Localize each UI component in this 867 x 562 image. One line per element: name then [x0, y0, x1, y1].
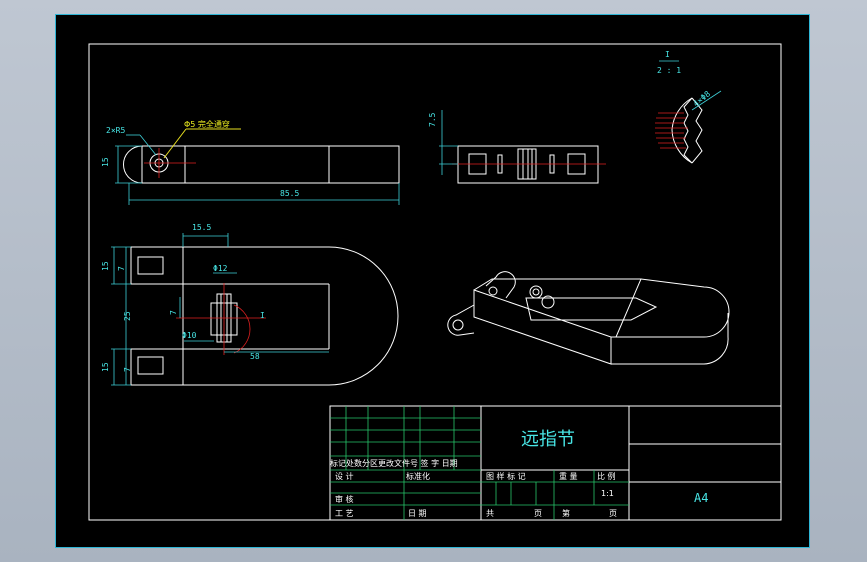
- plan-view: I 15.5 Φ12 Φ10 58 15 7 25 7 15 7: [101, 223, 399, 386]
- dim-front-radius: 2×R5: [106, 126, 125, 135]
- tb-scale-label: 比 例: [597, 471, 616, 481]
- tb-design: 设 计: [335, 471, 354, 481]
- tb-review: 审 核: [335, 494, 354, 504]
- isometric-view: [447, 271, 730, 365]
- tb-sheet-size: A4: [694, 491, 708, 505]
- dim-plan-dia10: Φ10: [182, 331, 197, 340]
- dim-front-height: 15: [101, 157, 110, 167]
- dim-plan-dia12: Φ12: [213, 264, 228, 273]
- dim-plan-width: 15.5: [192, 223, 211, 232]
- dim-plan-7-low: 7: [123, 367, 132, 372]
- plan-view-outline: [131, 246, 399, 386]
- dim-plan-15-top: 15: [101, 261, 110, 271]
- tb-part-name: 远指节: [521, 429, 575, 450]
- plan-section-mark: I: [260, 311, 265, 320]
- tb-stage-mark: 图 样 标 记: [486, 471, 526, 481]
- dim-plan-length: 58: [250, 352, 260, 361]
- title-block: 标记处数分区更改文件号 签 字 日期 设 计 标准化 审 核 工 艺 日 期 图…: [329, 405, 782, 521]
- dim-front-length: 85.5: [280, 189, 299, 198]
- drawing-sheet: 15 85.5 2×R5 Φ5 完全通穿 7.5 I 2 : 1: [55, 14, 810, 548]
- tb-total: 共: [486, 509, 494, 518]
- tb-sheet-no: 第: [562, 508, 570, 518]
- top-view: 7.5: [428, 110, 606, 184]
- front-view: 15 85.5 2×R5 Φ5 完全通穿: [101, 119, 400, 205]
- drawing-canvas: 15 85.5 2×R5 Φ5 完全通穿 7.5 I 2 : 1: [88, 43, 782, 521]
- tb-date: 日 期: [408, 509, 427, 518]
- detail-view: I 2 : 1 4×Φ8: [655, 50, 722, 164]
- note-through-hole: Φ5 完全通穿: [184, 119, 230, 129]
- tb-weight: 重 量: [559, 471, 578, 481]
- dim-plan-7-mid: 7: [169, 310, 178, 315]
- front-view-outline: [141, 145, 400, 184]
- tb-scale-value: 1:1: [601, 489, 614, 498]
- dim-top-height: 7.5: [428, 112, 437, 127]
- dim-plan-7-left: 7: [117, 266, 126, 271]
- tb-rev-header: 标记处数分区更改文件号 签 字 日期: [330, 458, 458, 468]
- detail-label: I: [665, 50, 670, 59]
- dim-plan-15-bottom: 15: [101, 362, 110, 372]
- tb-pages: 页: [534, 509, 542, 518]
- dim-plan-25: 25: [123, 311, 132, 321]
- tb-sheet-page: 页: [609, 509, 617, 518]
- title-block-frame: [329, 405, 782, 521]
- tb-process: 工 艺: [335, 509, 354, 518]
- tb-standardize: 标准化: [406, 471, 430, 481]
- detail-scale: 2 : 1: [657, 66, 681, 75]
- top-view-outline: [457, 145, 599, 184]
